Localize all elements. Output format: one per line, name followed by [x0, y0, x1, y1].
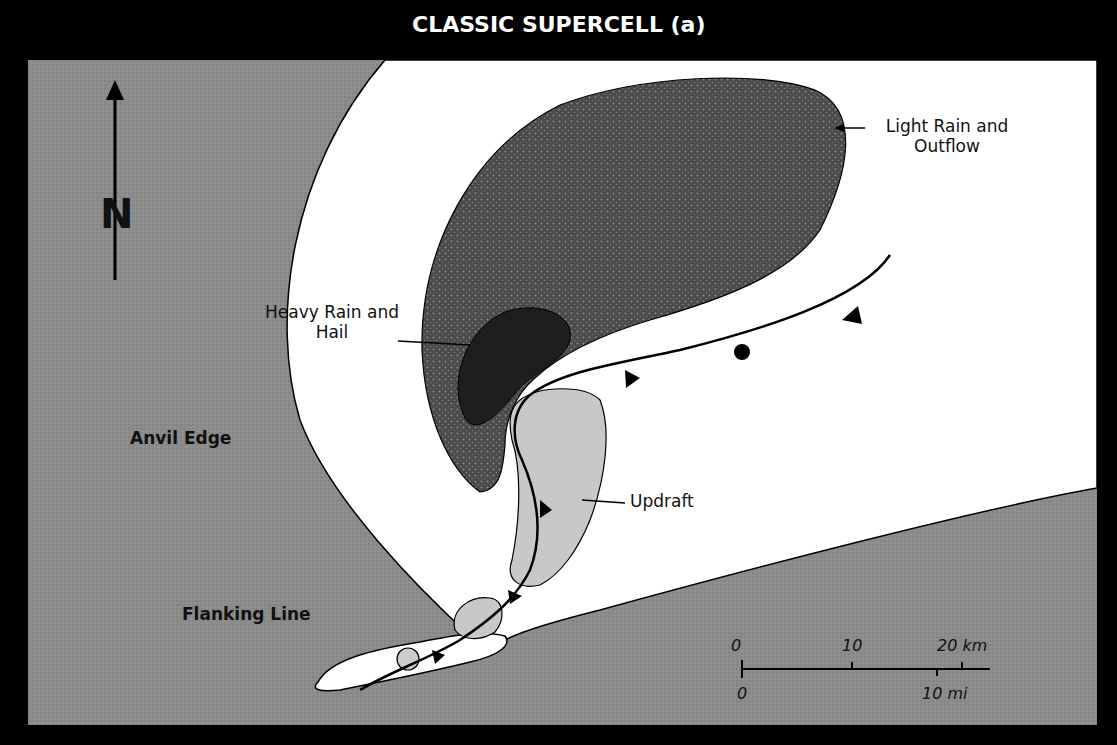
flanking-line-cloud: [315, 634, 507, 691]
scale-bar: [742, 660, 990, 678]
anvil: [287, 60, 1097, 640]
gust-front: [360, 255, 890, 690]
north-label: N: [100, 190, 133, 238]
north-arrow: [114, 95, 117, 280]
scale-number: 10 mi: [922, 684, 967, 703]
updraft-region: [510, 389, 606, 587]
title: CLASSIC SUPERCELL (a): [412, 12, 706, 38]
scale-number: 0: [731, 636, 741, 655]
light-rain-region: [422, 78, 846, 492]
region-label: Flanking Line: [182, 604, 311, 624]
region-label: Light Rain and Outflow: [872, 116, 1022, 157]
region-label: Updraft: [630, 491, 694, 511]
scale-number: 20 km: [937, 636, 987, 655]
scale-number: 10: [842, 636, 862, 655]
region-label: Anvil Edge: [130, 428, 231, 448]
background: [28, 60, 1097, 725]
scale-number: 0: [737, 684, 747, 703]
region-label: Heavy Rain and Hail: [262, 302, 402, 343]
